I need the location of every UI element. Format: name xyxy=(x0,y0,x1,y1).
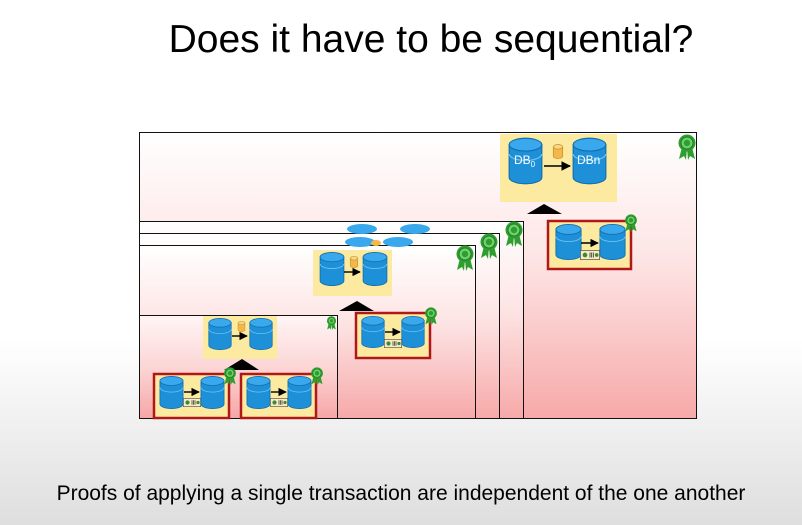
database-icon xyxy=(208,318,232,350)
database-icon xyxy=(159,376,184,409)
certificate-icon xyxy=(505,221,523,247)
certificate-icon xyxy=(456,245,474,271)
transaction-proof-box-right xyxy=(546,219,633,271)
slide-caption: Proofs of applying a single transaction … xyxy=(56,482,746,505)
summary-box-top: DB0 DBn xyxy=(500,134,617,202)
transaction-icon xyxy=(384,339,402,348)
database-icon xyxy=(361,316,385,348)
db-start-label: DB0 xyxy=(514,153,536,169)
transaction-icon xyxy=(270,398,288,407)
transaction-icon xyxy=(237,321,246,332)
transaction-proof-box-right-leaf xyxy=(239,372,318,420)
certificate-icon xyxy=(678,134,696,160)
db-end-label: DBn xyxy=(577,153,600,167)
certificate-icon xyxy=(326,316,337,330)
summary-box-inner xyxy=(203,316,277,359)
database-icon xyxy=(319,252,345,286)
summary-box-middle xyxy=(313,250,392,296)
database-icon xyxy=(362,252,388,286)
slide-title: Does it have to be sequential? xyxy=(168,18,694,61)
certificate-icon xyxy=(480,233,498,259)
database-icon xyxy=(200,376,225,409)
database-icon xyxy=(555,224,582,260)
transaction-icon xyxy=(552,144,564,159)
transaction-icon xyxy=(183,398,201,407)
database-icon xyxy=(287,376,312,409)
database-icon xyxy=(246,376,271,409)
hidden-summary-databases xyxy=(345,224,430,247)
merge-arrow-icon xyxy=(224,359,259,370)
transaction-icon xyxy=(580,250,600,260)
database-icon xyxy=(249,318,273,350)
database-icon xyxy=(599,224,626,260)
merge-arrow-icon xyxy=(339,301,374,311)
transaction-icon xyxy=(349,256,359,268)
transaction-proof-box-left xyxy=(152,372,231,420)
transaction-proof-box-middle xyxy=(354,311,432,360)
merge-arrow-icon xyxy=(527,204,562,214)
database-icon xyxy=(401,316,425,348)
